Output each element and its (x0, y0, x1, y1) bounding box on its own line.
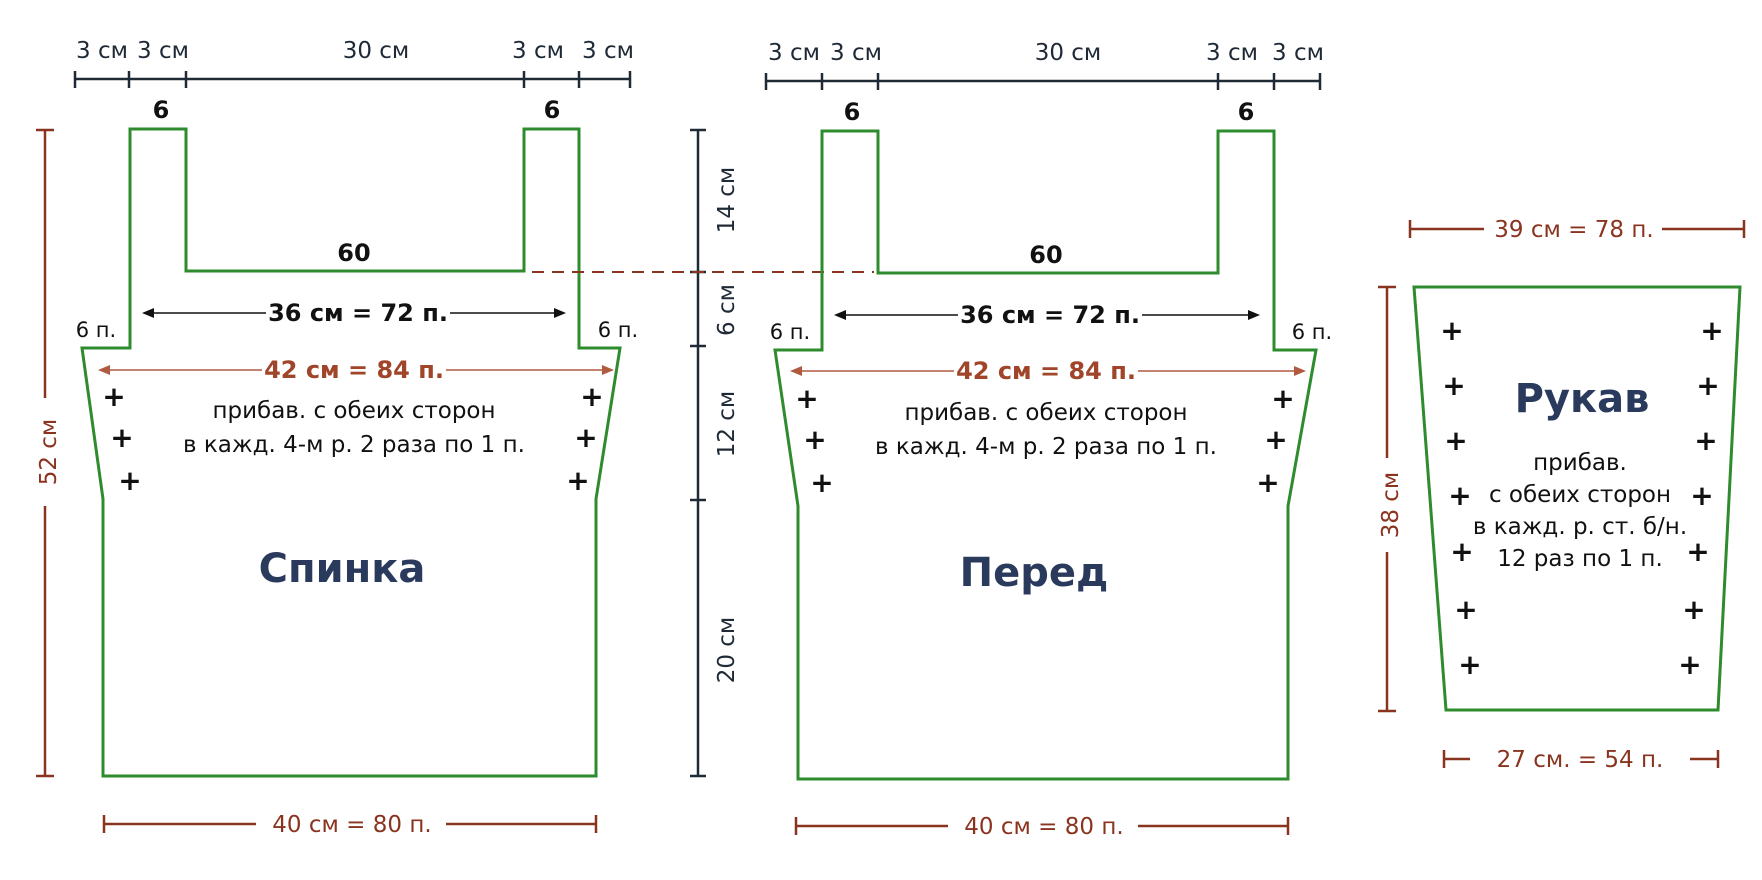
front-note-line-2: в кажд. 4-м р. 2 раза по 1 п. (875, 434, 1217, 460)
back-top-seg-4: 3 см (512, 38, 564, 64)
front-bottom-dimension: 40 см = 80 п. (794, 814, 1290, 840)
front-plus-marker: + (795, 382, 818, 415)
sleeve-piece: 39 см = 78 п. 38 см Рукав прибав. с обеи… (1378, 217, 1746, 773)
sleeve-plus-marker: + (1458, 648, 1481, 681)
back-height-dimension: 52 см (36, 128, 62, 778)
sleeve-plus-marker: + (1682, 593, 1705, 626)
front-top-seg-3: 30 см (1035, 40, 1102, 66)
sleeve-bottom-label: 27 см. = 54 п. (1497, 747, 1664, 773)
front-top-seg-2: 3 см (830, 40, 882, 66)
scale-label-6: 6 см (714, 284, 740, 336)
front-plus-marker: + (810, 466, 833, 499)
front-outline (773, 129, 1318, 781)
back-plus-marker: + (118, 464, 141, 497)
back-title: Спинка (259, 546, 426, 592)
scale-label-14: 14 см (714, 167, 740, 234)
sleeve-bottom-dimension: 27 см. = 54 п. (1442, 747, 1720, 773)
sleeve-plus-marker: + (1696, 369, 1719, 402)
front-shoulder-label: 36 см = 72 п. (960, 301, 1140, 329)
front-top-seg-1: 3 см (768, 40, 820, 66)
sleeve-note-line-4: 12 раз по 1 п. (1497, 546, 1663, 572)
back-outline (80, 127, 622, 778)
back-strap-left-label: 6 (153, 96, 170, 124)
vertical-scale: 14 см 6 см 12 см 20 см (690, 128, 740, 778)
front-plus-marker: + (1264, 423, 1287, 456)
front-chest-dimension: 42 см = 84 п. (790, 357, 1306, 385)
front-note-line-1: прибав. с обеих сторон (904, 400, 1187, 426)
sleeve-plus-marker: + (1450, 535, 1473, 568)
back-shoulder-label: 36 см = 72 п. (268, 299, 448, 327)
front-plus-marker: + (803, 423, 826, 456)
front-top-seg-4: 3 см (1206, 40, 1258, 66)
back-side-left-label: 6 п. (76, 318, 116, 342)
back-bottom-label: 40 см = 80 п. (272, 812, 431, 838)
sleeve-plus-marker: + (1700, 314, 1723, 347)
back-plus-marker: + (580, 380, 603, 413)
front-strap-left-label: 6 (844, 98, 861, 126)
sleeve-height-label: 38 см (1378, 472, 1404, 539)
sleeve-note-line-3: в кажд. р. ст. б/н. (1473, 514, 1687, 540)
back-bottom-dimension: 40 см = 80 п. (102, 812, 598, 838)
back-plus-marker: + (574, 421, 597, 454)
back-note-line-1: прибав. с обеих сторон (212, 398, 495, 424)
sleeve-plus-marker: + (1442, 369, 1465, 402)
front-piece: 3 см 3 см 30 см 3 см 3 см 6 6 60 36 см =… (764, 40, 1332, 840)
front-neck-label: 60 (1029, 241, 1062, 269)
sleeve-height-dimension: 38 см (1378, 285, 1404, 713)
sleeve-plus-marker: + (1440, 314, 1463, 347)
back-strap-right-label: 6 (544, 96, 561, 124)
back-note-line-2: в кажд. 4-м р. 2 раза по 1 п. (183, 432, 525, 458)
front-bottom-label: 40 см = 80 п. (964, 814, 1123, 840)
sleeve-note-line-2: с обеих сторон (1489, 482, 1671, 508)
back-top-dimension: 3 см 3 см 30 см 3 см 3 см (73, 38, 634, 88)
back-shoulder-dimension: 36 см = 72 п. (142, 299, 566, 327)
back-chest-label: 42 см = 84 п. (264, 356, 444, 384)
front-top-dimension: 3 см 3 см 30 см 3 см 3 см (764, 40, 1324, 90)
front-shoulder-dimension: 36 см = 72 п. (834, 301, 1260, 329)
sleeve-top-label: 39 см = 78 п. (1494, 217, 1653, 243)
front-side-right-label: 6 п. (1292, 320, 1332, 344)
back-neck-label: 60 (337, 239, 370, 267)
front-plus-marker: + (1271, 382, 1294, 415)
sleeve-plus-marker: + (1694, 424, 1717, 457)
sleeve-plus-marker: + (1444, 424, 1467, 457)
back-chest-dimension: 42 см = 84 п. (98, 356, 614, 384)
front-strap-right-label: 6 (1238, 98, 1255, 126)
sleeve-plus-marker: + (1690, 479, 1713, 512)
sleeve-plus-marker: + (1454, 593, 1477, 626)
front-top-seg-5: 3 см (1272, 40, 1324, 66)
back-top-seg-5: 3 см (582, 38, 634, 64)
back-top-seg-2: 3 см (137, 38, 189, 64)
scale-label-12: 12 см (714, 391, 740, 458)
sleeve-title: Рукав (1515, 376, 1650, 422)
sleeve-note-line-1: прибав. (1533, 450, 1627, 476)
back-piece: 3 см 3 см 30 см 3 см 3 см 6 6 60 36 см =… (36, 38, 638, 838)
back-side-right-label: 6 п. (598, 318, 638, 342)
back-height-label: 52 см (36, 419, 62, 486)
scale-label-20: 20 см (714, 617, 740, 684)
back-plus-marker: + (566, 464, 589, 497)
front-side-left-label: 6 п. (770, 320, 810, 344)
back-plus-marker: + (102, 380, 125, 413)
front-chest-label: 42 см = 84 п. (956, 357, 1136, 385)
sleeve-outline (1412, 285, 1742, 712)
sleeve-top-dimension: 39 см = 78 п. (1408, 217, 1746, 243)
sleeve-plus-marker: + (1448, 479, 1471, 512)
sleeve-plus-marker: + (1686, 535, 1709, 568)
back-plus-marker: + (110, 421, 133, 454)
sleeve-plus-marker: + (1678, 648, 1701, 681)
front-plus-marker: + (1256, 466, 1279, 499)
back-top-seg-3: 30 см (343, 38, 410, 64)
front-title: Перед (960, 550, 1109, 596)
back-top-seg-1: 3 см (76, 38, 128, 64)
